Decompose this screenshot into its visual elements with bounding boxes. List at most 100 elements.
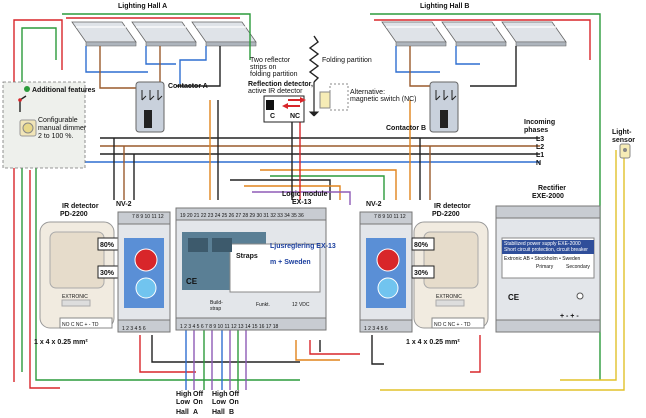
nv-left-title: NV-2 xyxy=(116,201,132,208)
logic-volt: 12 VDC xyxy=(292,302,310,308)
bottom-hall-a-2: A xyxy=(193,409,198,416)
bottom-hall-a-1: Hall xyxy=(176,409,189,416)
rectifier-ce: CE xyxy=(508,293,520,302)
nv-right-terms-top: 7 8 9 10 11 12 xyxy=(374,214,406,220)
contactor-a xyxy=(135,81,165,133)
light-fixture xyxy=(71,21,137,47)
phase-l2: L2 xyxy=(536,144,544,151)
bottom-off-1: Off xyxy=(193,391,204,398)
alternative-1: Alternative: xyxy=(350,89,385,96)
two-reflector-3: folding partition xyxy=(250,71,298,78)
sensor-title-1: Light- xyxy=(612,129,632,136)
nv-left-terms-top: 7 8 9 10 11 12 xyxy=(132,214,164,220)
light-fixture xyxy=(191,21,257,47)
nc-label: NC xyxy=(290,113,300,120)
light-fixture xyxy=(381,21,447,47)
bottom-on-1: On xyxy=(193,399,203,406)
features-title: Additional features xyxy=(32,87,96,94)
logic-terms-bottom: 1 2 3 4 5 6 7 8 9 10 11 12 13 14 15 16 1… xyxy=(180,324,279,330)
nv-module-right xyxy=(359,211,413,333)
nv-left-terms-bottom: 1 2 3 4 5 6 xyxy=(122,326,146,332)
ir-left-cable: 1 x 4 x 0.25 mm² xyxy=(34,339,88,346)
rectifier-label-2: Short circuit protection, circuit breake… xyxy=(504,247,588,253)
c-label: C xyxy=(270,113,275,120)
dimmer-text-3: 2 to 100 %. xyxy=(38,133,73,140)
folding-partition-label: Folding partition xyxy=(322,57,372,64)
logic-straps: Straps xyxy=(236,253,258,260)
alternative-2: magnetic switch (NC) xyxy=(350,96,417,103)
rectifier-pm: + - + - xyxy=(560,313,579,320)
phase-l1: L1 xyxy=(536,152,544,159)
bottom-low-1: Low xyxy=(176,399,191,406)
phases-title-2: phases xyxy=(524,127,548,134)
bottom-high-2: High xyxy=(212,391,228,398)
hall-b-title: Lighting Hall B xyxy=(420,3,469,10)
light-fixture xyxy=(501,21,567,47)
nv-module-left xyxy=(117,211,171,333)
reflection-detector-2: active IR detector xyxy=(248,88,303,95)
dimmer-text-2: manual dimmer xyxy=(38,125,87,132)
ir-right-80: 80% xyxy=(414,242,429,249)
green-dot-icon xyxy=(24,86,30,92)
phase-n: N xyxy=(536,160,541,167)
reflection-detector-1: Reflection detector, xyxy=(248,81,313,88)
logic-ce: CE xyxy=(186,277,198,286)
logic-terms-top: 19 20 21 22 23 24 25 26 27 28 29 30 31 3… xyxy=(180,213,304,219)
logic-func: Funkt. xyxy=(256,302,270,308)
rectifier-title-1: Rectifier xyxy=(538,185,566,192)
ir-right-terms: NO C NC + - TD xyxy=(434,322,471,328)
two-reflector-2: strips on xyxy=(250,64,277,71)
rectifier-label-3: Extronic AB • Stockholm • Sweden xyxy=(504,256,581,262)
wiring xyxy=(13,13,625,391)
bottom-high-1: High xyxy=(176,391,192,398)
ir-right-brand: EXTRONIC xyxy=(436,294,462,300)
logic-module xyxy=(175,207,327,331)
ir-right-30: 30% xyxy=(414,270,429,277)
ir-left-terms: NO C NC + - TD xyxy=(62,322,99,328)
ir-left-30: 30% xyxy=(100,270,115,277)
contactor-b xyxy=(429,81,459,133)
logic-label-name: Ljusreglering EX-13 xyxy=(270,243,336,250)
light-fixtures-hall-b xyxy=(381,21,567,47)
ir-left-80: 80% xyxy=(100,242,115,249)
ir-right-cable: 1 x 4 x 0.25 mm² xyxy=(406,339,460,346)
light-sensor xyxy=(619,143,631,159)
dimmer-text-1: Configurable xyxy=(38,117,78,124)
logic-label-company: m + Sweden xyxy=(270,259,311,266)
ir-right-title-2: PD-2200 xyxy=(432,211,460,218)
additional-features-panel: Additional features Configurable manual … xyxy=(2,81,96,169)
bottom-low-2: Low xyxy=(212,399,227,406)
nv-right-title: NV-2 xyxy=(366,201,382,208)
ir-detector-left xyxy=(39,221,121,329)
rectifier-primary: Primary xyxy=(536,264,554,270)
light-fixture xyxy=(131,21,197,47)
bottom-hall-b-2: B xyxy=(229,409,234,416)
logic-build-1: Build- xyxy=(210,300,223,306)
two-reflector-1: Two reflector xyxy=(250,57,291,64)
rectifier-title-2: EXE-2000 xyxy=(532,193,564,200)
logic-build-2: strap xyxy=(210,306,221,312)
ir-left-title-2: PD-2200 xyxy=(60,211,88,218)
ir-detector-right xyxy=(411,221,489,329)
contactor-a-label: Contactor A xyxy=(168,83,208,90)
bottom-off-2: Off xyxy=(229,391,240,398)
sensor-title-2: sensor xyxy=(612,137,635,144)
ir-left-brand: EXTRONIC xyxy=(62,294,88,300)
ir-right-title-1: IR detector xyxy=(434,203,471,210)
contactor-b-label: Contactor B xyxy=(386,125,426,132)
rectifier-secondary: Secondary xyxy=(566,264,590,270)
light-fixtures-hall-a xyxy=(71,21,257,47)
ir-left-title-1: IR detector xyxy=(62,203,99,210)
phase-l3: L3 xyxy=(536,136,544,143)
rectifier-module xyxy=(495,205,601,333)
hall-a-title: Lighting Hall A xyxy=(118,3,167,10)
bottom-hall-b-1: Hall xyxy=(212,409,225,416)
nv-right-terms-bottom: 1 2 3 4 5 6 xyxy=(364,326,388,332)
rectifier-label-1: Stabilized power supply EXE-2000 xyxy=(504,241,581,247)
reflection-detector-box xyxy=(263,95,306,123)
bottom-on-2: On xyxy=(229,399,239,406)
phases-title-1: Incoming xyxy=(524,119,555,126)
logic-title-1: Logic module xyxy=(282,191,328,198)
